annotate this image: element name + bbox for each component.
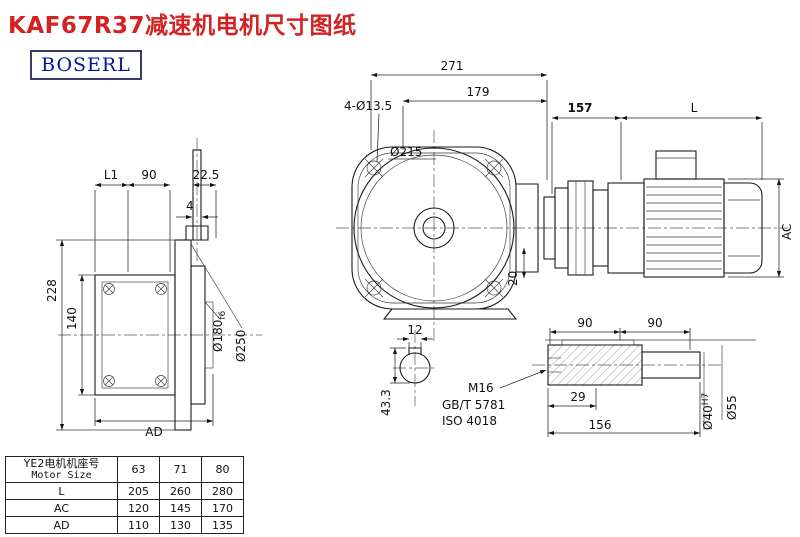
front-view-dimensions: 271 179 4-Ø13.5 Ø215 20 xyxy=(344,59,548,286)
dim-4: 4 xyxy=(186,199,194,213)
table-row: AD 110 130 135 xyxy=(5,516,244,534)
dim-flange2-dia: Ø250 xyxy=(234,330,248,362)
table-cell: 135 xyxy=(201,516,244,534)
shaft-view-dimensions: 90 90 M16 GB/T 5781 ISO 4018 29 156 Ø40H… xyxy=(442,316,739,437)
dim-AD: AD xyxy=(145,425,162,439)
dim-90b: 90 xyxy=(647,316,662,330)
motor-size-table: YE2电机机座号 Motor Size 63 71 80 L 205 260 2… xyxy=(5,456,244,534)
table-row-label: L xyxy=(5,482,118,500)
table-header-en: Motor Size xyxy=(31,470,92,481)
shaft-detail-view xyxy=(532,339,756,430)
dim-156: 156 xyxy=(589,418,612,432)
dim-228: 228 xyxy=(45,279,59,302)
motor-side-view xyxy=(538,150,788,278)
dim-90a: 90 xyxy=(577,316,592,330)
table-cell: 260 xyxy=(159,482,202,500)
motor-view-dimensions: 157 L AC xyxy=(551,101,794,278)
table-cell: 205 xyxy=(117,482,160,500)
dim-271: 271 xyxy=(441,59,464,73)
dim-22-5: 22.5 xyxy=(193,168,220,182)
dim-179: 179 xyxy=(467,85,490,99)
dim-flange-dia: Ø215 xyxy=(390,145,422,159)
table-row-label: AC xyxy=(5,499,118,517)
dim-m16: M16 xyxy=(468,381,494,395)
key-section-view: 12 43.3 xyxy=(379,323,437,416)
dim-pilot-dia: Ø180f6 xyxy=(211,310,228,352)
dim-std-gb: GB/T 5781 xyxy=(442,398,505,412)
dim-20: 20 xyxy=(506,271,520,286)
dim-12: 12 xyxy=(407,323,422,337)
dim-157: 157 xyxy=(567,101,592,115)
dim-43-3: 43.3 xyxy=(379,389,393,416)
dim-AC: AC xyxy=(780,224,794,240)
dim-cbore-dia: Ø55 xyxy=(725,395,739,420)
left-view-dimensions: L1 90 22.5 4 228 140 Ø180f6 Ø250 AD xyxy=(45,168,248,439)
dim-L1: L1 xyxy=(104,168,118,182)
dim-bore-dia: Ø40H7 xyxy=(701,393,715,430)
brand-logo: BOSERL xyxy=(30,50,142,80)
table-header-cell: 80 xyxy=(201,456,244,483)
left-side-view xyxy=(58,138,262,431)
front-flange-view xyxy=(336,130,554,342)
table-header-cell: 71 xyxy=(159,456,202,483)
dim-140: 140 xyxy=(65,307,79,330)
table-cell: 280 xyxy=(201,482,244,500)
table-cell: 120 xyxy=(117,499,160,517)
table-cell: 170 xyxy=(201,499,244,517)
table-cell: 110 xyxy=(117,516,160,534)
table-cell: 145 xyxy=(159,499,202,517)
dim-29: 29 xyxy=(570,390,585,404)
table-header-cell: 63 xyxy=(117,456,160,483)
dim-90-top: 90 xyxy=(141,168,156,182)
brand-logo-text: BOSERL xyxy=(41,54,131,76)
page-title: KAF67R37减速机电机尺寸图纸 xyxy=(8,13,357,39)
table-cell: 130 xyxy=(159,516,202,534)
table-row: AC 120 145 170 xyxy=(5,499,244,517)
table-header-cn: YE2电机机座号 xyxy=(23,457,100,470)
dim-motor-L: L xyxy=(691,101,698,115)
table-header-row: YE2电机机座号 Motor Size 63 71 80 xyxy=(5,456,244,483)
dim-std-iso: ISO 4018 xyxy=(442,414,497,428)
table-row-label: AD xyxy=(5,516,118,534)
table-header-cell: YE2电机机座号 Motor Size xyxy=(5,456,118,483)
dim-bolt-holes: 4-Ø13.5 xyxy=(344,99,392,113)
table-row: L 205 260 280 xyxy=(5,482,244,500)
